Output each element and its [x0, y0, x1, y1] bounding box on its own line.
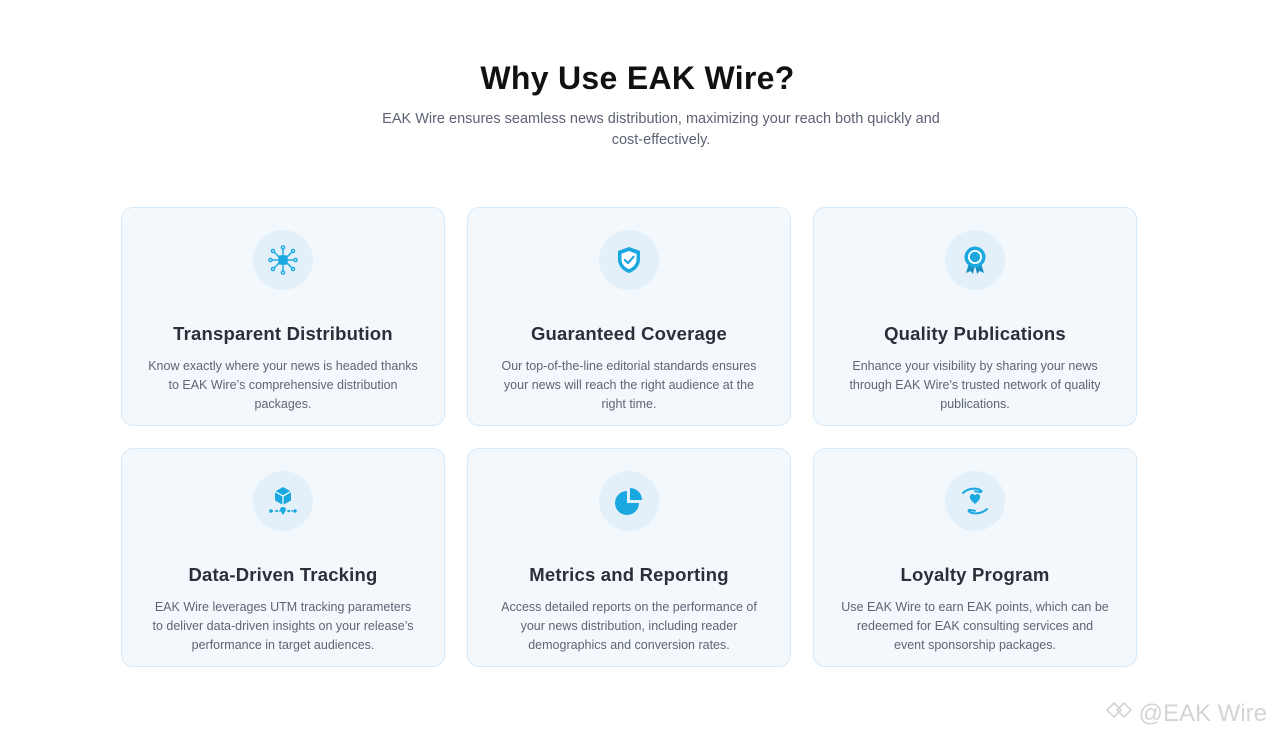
section-subtitle: EAK Wire ensures seamless news distribut…	[382, 111, 940, 148]
heart-hands-icon	[945, 471, 1005, 531]
feature-card-metrics-reporting: Metrics and Reporting Access detailed re…	[467, 448, 791, 667]
watermark: @EAK Wire	[1105, 699, 1267, 728]
card-description: Our top-of-the-line editorial standards …	[501, 359, 757, 411]
feature-card-data-driven-tracking: Data-Driven Tracking EAK Wire leverages …	[121, 448, 445, 667]
features-grid: Transparent Distribution Know exactly wh…	[121, 207, 1138, 667]
pie-chart-icon	[599, 471, 659, 531]
card-title: Data-Driven Tracking	[188, 564, 378, 585]
feature-card-quality-publications: Quality Publications Enhance your visibi…	[813, 207, 1137, 426]
card-description: Use EAK Wire to earn EAK points, which c…	[841, 600, 1109, 652]
feature-card-loyalty-program: Loyalty Program Use EAK Wire to earn EAK…	[813, 448, 1137, 667]
card-description: Enhance your visibility by sharing your …	[849, 359, 1101, 411]
diamond-logo-icon	[1105, 699, 1135, 728]
shield-check-icon	[599, 230, 659, 290]
award-badge-icon	[945, 230, 1005, 290]
data-cube-icon	[253, 471, 313, 531]
card-description: EAK Wire leverages UTM tracking paramete…	[152, 600, 414, 652]
card-description: Know exactly where your news is headed t…	[148, 359, 418, 411]
card-title: Guaranteed Coverage	[530, 323, 728, 344]
feature-card-guaranteed-coverage: Guaranteed Coverage Our top-of-the-line …	[467, 207, 791, 426]
card-title: Loyalty Program	[900, 564, 1050, 585]
watermark-text: @EAK Wire	[1138, 699, 1267, 727]
network-distribution-icon	[253, 230, 313, 290]
section-title: Why Use EAK Wire?	[480, 60, 795, 96]
feature-card-transparent-distribution: Transparent Distribution Know exactly wh…	[121, 207, 445, 426]
card-description: Access detailed reports on the performan…	[501, 600, 757, 652]
card-title: Quality Publications	[884, 323, 1066, 344]
card-title: Transparent Distribution	[173, 323, 393, 344]
card-title: Metrics and Reporting	[529, 564, 729, 585]
